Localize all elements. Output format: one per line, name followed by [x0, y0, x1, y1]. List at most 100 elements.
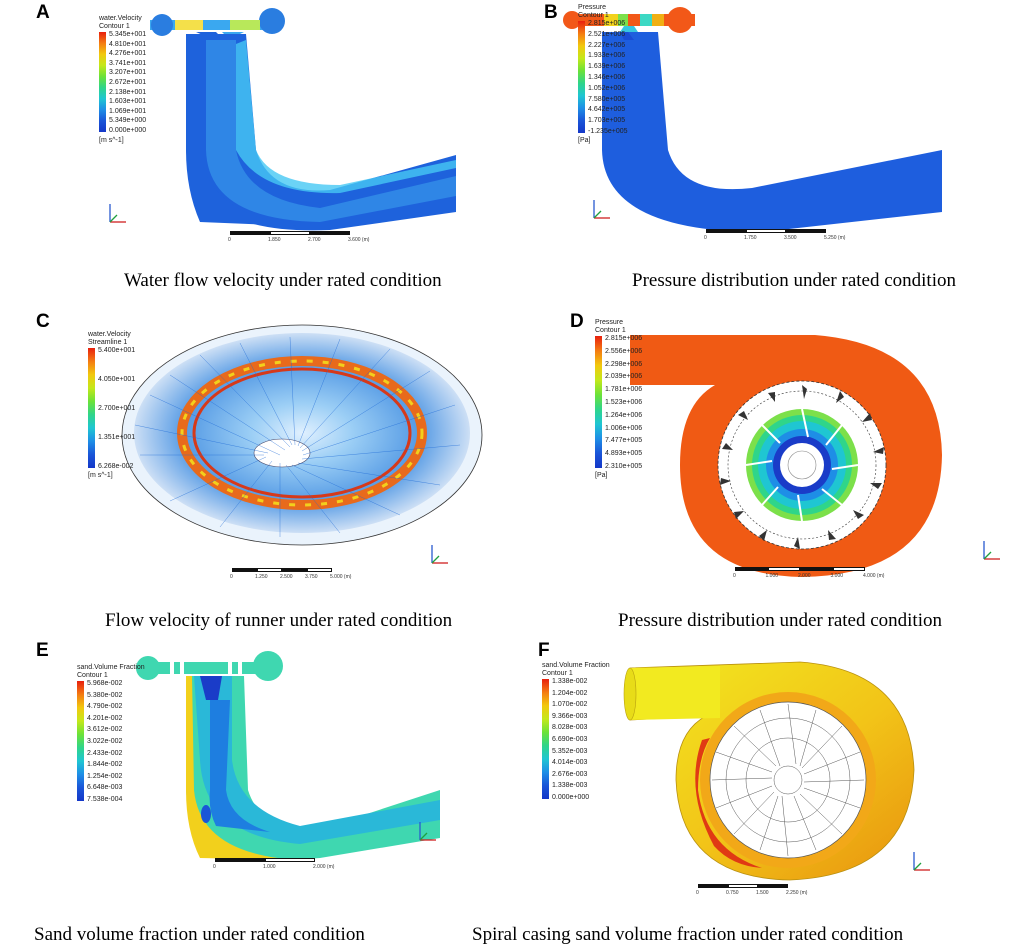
scale-bar-label: 2.000	[798, 573, 811, 579]
legend-tick-label: 4.810e+001	[109, 40, 147, 48]
figure-caption: Spiral casing sand volume fraction under…	[472, 924, 904, 945]
legend-tick-label: 5.352e-003	[552, 747, 588, 755]
scale-bar-label: 2.700	[308, 237, 321, 243]
panel-label: C	[36, 311, 50, 332]
figure-caption: Sand volume fraction under rated conditi…	[34, 924, 365, 945]
legend-title: Pressure	[595, 319, 624, 326]
legend-tick-label: 4.050e+001	[98, 376, 136, 383]
axis-triad-icon	[431, 545, 448, 564]
legend-tick-label: 2.433e-002	[87, 749, 123, 757]
scale-bar-label: 2.250 (m)	[786, 890, 808, 896]
draft-tube-pressure-contour	[563, 7, 942, 232]
figure-caption: Water flow velocity under rated conditio…	[124, 270, 442, 291]
legend-tick-label: 1.052e+006	[588, 84, 626, 92]
legend-tick-label: 0.000e+000	[109, 127, 147, 134]
scale-bar-segment	[832, 567, 865, 571]
scale-bar-label: 2.000 (m)	[313, 864, 335, 870]
scale-bar-segment	[282, 568, 307, 572]
legend-tick-label: 3.207e+001	[109, 69, 147, 77]
legend-title: Pressure	[578, 4, 607, 11]
legend-tick-label: 7.580e+005	[588, 95, 626, 103]
legend-tick-label: 3.741e+001	[109, 59, 147, 67]
legend-tick-label: 2.556e+006	[605, 347, 643, 355]
legend-tick-label: 6.690e-003	[552, 736, 588, 743]
legend-tick-label: 2.815e+006	[605, 335, 643, 342]
scale-bar-label: 0	[696, 890, 699, 896]
legend-tick-label: 1.639e+006	[588, 63, 626, 71]
legend-tick-label: 4.790e-002	[87, 703, 123, 711]
spiral-casing-sand-fraction-render	[623, 661, 915, 881]
figure-caption: Pressure distribution under rated condit…	[618, 610, 942, 631]
scale-bar-label: 1.250	[255, 574, 268, 580]
legend-tick-label: 3.612e-002	[87, 726, 123, 734]
legend-tick-label: 1.338e-002	[552, 678, 588, 685]
legend-tick-label: 1.264e+006	[605, 411, 643, 419]
axis-triad-icon	[913, 852, 930, 871]
legend-tick-label: 2.298e+006	[605, 360, 643, 368]
scale-bar-label: 5.250 (m)	[824, 235, 846, 241]
scale-bar-segment	[800, 567, 833, 571]
legend-tick-label: 1.346e+006	[588, 74, 626, 81]
legend-tick-label: 7.538e-004	[87, 796, 123, 803]
scale-bar-segment	[786, 229, 826, 233]
scale-bar-label: 4.000 (m)	[863, 573, 885, 579]
legend-tick-label: 6.648e-003	[87, 784, 123, 792]
scale-bar-segment	[265, 858, 315, 862]
legend-tick-label: -1.235e+005	[588, 128, 628, 135]
legend-tick-label: 5.400e+001	[98, 347, 136, 354]
legend-title: sand.Volume Fraction	[542, 662, 610, 669]
legend-tick-label: 4.201e-002	[87, 714, 123, 722]
scale-bar-segment	[307, 568, 332, 572]
legend-subtitle: Streamline 1	[88, 339, 128, 346]
legend-tick-label: 8.028e-003	[552, 724, 588, 732]
scale-bar-label: 1.850	[268, 237, 281, 243]
legend-tick-label: 1.070e-002	[552, 701, 588, 709]
panel-f: F sand.Volume Fraction Cont	[470, 640, 1024, 951]
scale-bar-label: 0.750	[726, 890, 739, 896]
legend-colorbar	[542, 679, 549, 799]
legend-unit: [m s^-1]	[88, 472, 113, 479]
legend-tick-label: 4.014e-003	[552, 759, 588, 767]
legend-colorbar	[595, 336, 602, 468]
axis-triad-icon	[419, 822, 436, 841]
scale-bar-segment	[758, 884, 788, 888]
scale-bar-label: 0	[230, 574, 233, 580]
scale-bar-label: 1.500	[756, 890, 769, 896]
axis-triad-icon	[593, 200, 610, 219]
figure-caption: Pressure distribution under rated condit…	[632, 270, 956, 291]
legend-tick-label: 1.204e-002	[552, 689, 588, 697]
draft-tube-velocity-contour	[150, 8, 456, 231]
legend-tick-label: 2.672e+001	[109, 79, 147, 86]
legend-tick-label: 5.345e+001	[109, 31, 147, 38]
legend-tick-label: 1.069e+001	[109, 107, 147, 115]
draft-tube-sand-fraction-contour	[136, 651, 440, 860]
legend-tick-label: 1.703e+005	[588, 117, 626, 125]
scale-bar-label: 2.500	[280, 574, 293, 580]
color-legend: sand.Volume Fraction Contour 1 1.338e-00…	[542, 662, 622, 802]
legend-colorbar	[578, 21, 585, 133]
scale-bar-segment	[232, 568, 257, 572]
legend-unit: [Pa]	[578, 137, 591, 144]
panel-e: E sand.Volume Fraction Contour 1 5.968e-…	[0, 640, 470, 951]
runner-streamline-plot	[121, 324, 483, 546]
figure-caption: Flow velocity of runner under rated cond…	[105, 610, 453, 631]
scale-bar-label: 0	[733, 573, 736, 579]
legend-subtitle: Contour 1	[77, 672, 108, 679]
legend-tick-label: 2.310e+005	[605, 463, 643, 470]
scale-bar-segment	[728, 884, 758, 888]
scale-bar-segment	[706, 229, 746, 233]
scale-bar-segment	[270, 231, 310, 235]
legend-tick-label: 2.138e+001	[109, 88, 147, 96]
spiral-casing-pressure-contour	[630, 335, 942, 577]
legend-colorbar	[77, 681, 84, 801]
legend-tick-label: 5.380e-002	[87, 691, 123, 699]
scale-bar-label: 0	[228, 237, 231, 243]
